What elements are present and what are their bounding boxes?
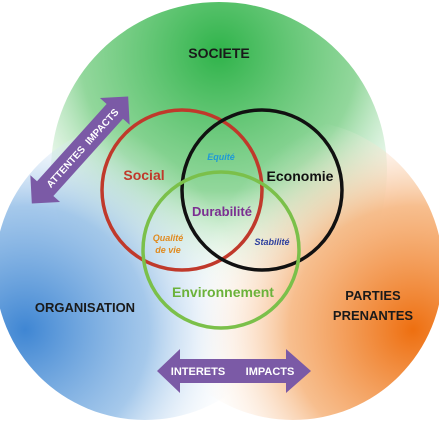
label-organisation: ORGANISATION <box>35 300 135 315</box>
inner-circle-environnement <box>141 170 301 330</box>
label-qualite: Qualité <box>153 233 184 243</box>
inner-circle-economie <box>180 108 344 272</box>
label-environnement: Environnement <box>172 284 274 300</box>
label-durabilite: Durabilité <box>192 204 252 219</box>
arrow-label-interets: INTERETS <box>171 366 225 378</box>
double-arrow-icon <box>157 349 311 393</box>
label-de-vie: de vie <box>155 245 181 255</box>
label-prenantes: PRENANTES <box>333 308 414 323</box>
label-economie: Economie <box>267 168 334 184</box>
inner-circles <box>100 108 344 330</box>
inner-circle-social <box>100 108 264 272</box>
label-stabilite: Stabilité <box>254 237 289 247</box>
arrow-label-impacts-bottom: IMPACTS <box>246 366 295 378</box>
double-arrow-icon <box>30 96 130 204</box>
label-societe: SOCIETE <box>188 45 249 61</box>
label-social: Social <box>123 167 164 183</box>
outer-circle-parties-prenantes <box>143 120 439 420</box>
arrow-interets-impacts: INTERETS IMPACTS <box>157 349 311 393</box>
label-parties: PARTIES <box>345 288 401 303</box>
label-equite: Equité <box>207 152 235 162</box>
